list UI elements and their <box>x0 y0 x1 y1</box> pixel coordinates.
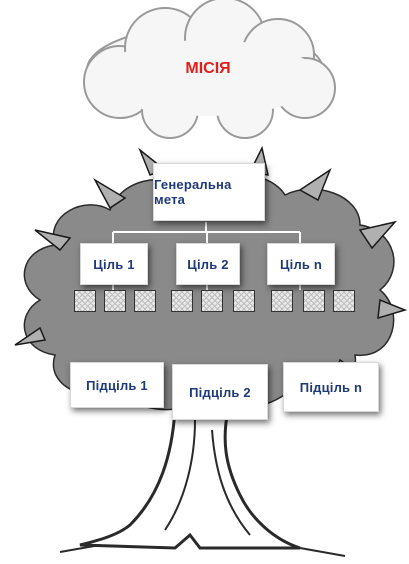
goal-box-1: Ціль 1 <box>80 243 148 285</box>
task-box <box>134 290 156 312</box>
goal-label-n: Ціль n <box>279 256 323 272</box>
task-box <box>201 290 223 312</box>
task-box <box>303 290 325 312</box>
task-box <box>74 290 96 312</box>
task-box <box>233 290 255 312</box>
trunk <box>79 408 301 550</box>
subgoal-box-1: Підціль 1 <box>70 362 164 408</box>
goal-box-2: Ціль 2 <box>176 243 240 285</box>
goal-label-1: Ціль 1 <box>93 256 135 272</box>
task-box <box>104 290 126 312</box>
subgoal-label-1: Підціль 1 <box>86 377 148 393</box>
general-goal-box: Генеральна мета <box>153 163 265 221</box>
subgoal-label-2: Підціль 2 <box>189 384 251 400</box>
task-box <box>171 290 193 312</box>
subgoal-box-n: Підціль n <box>283 362 379 412</box>
subgoal-label-n: Підціль n <box>299 379 363 395</box>
general-goal-label: Генеральна мета <box>154 177 232 207</box>
goal-box-n: Ціль n <box>267 243 335 285</box>
task-box <box>333 290 355 312</box>
mission-label: МІСІЯ <box>185 60 231 77</box>
task-box <box>271 290 293 312</box>
goal-label-2: Ціль 2 <box>187 256 229 272</box>
subgoal-box-2: Підціль 2 <box>172 364 268 420</box>
